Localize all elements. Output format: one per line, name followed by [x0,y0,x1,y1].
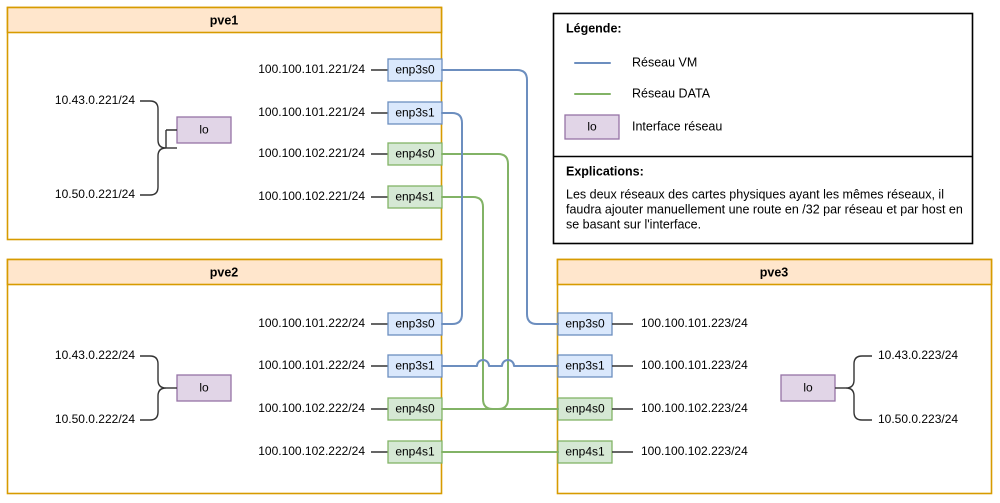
host-pve2-nic-2-label: enp4s0 [395,402,435,416]
legend-lo-swatch-label: lo [587,120,597,134]
host-pve1-nic-3-address: 100.100.102.221/24 [258,189,365,203]
host-pve2-lo-box [176,374,232,402]
host-pve2-nic-3-label: enp4s1 [395,445,435,459]
host-pve1-lo-address-0: 10.43.0.221/24 [55,93,135,107]
link-pve1-enp4s0-to-pve2-enp4s0 [441,153,509,410]
host-pve1-lo-label: lo [199,123,209,137]
host-pve1-nic-1-address: 100.100.101.221/24 [258,105,365,119]
legend-panel: Légende: Réseau VM Réseau DATA lo Interf… [552,12,974,245]
host-pve3-lo-address-1: 10.50.0.223/24 [878,412,958,426]
host-pve1-header [6,6,443,34]
legend-explanations-heading: Explications: [566,164,644,178]
host-pve1-nic-2-address: 100.100.102.221/24 [258,146,365,160]
link-group-data [441,153,559,453]
host-pve3-nic-2-address: 100.100.102.223/24 [641,401,748,415]
host-pve3-nic-2-label: enp4s0 [565,402,605,416]
host-pve1-nic-0-label: enp3s0 [395,63,435,77]
link-pve2-enp3s1-to-pve3-enp3s1 [441,359,559,367]
link-group-vm [441,69,559,367]
legend-label-vm: Réseau VM [632,55,697,69]
legend-label-data: Réseau DATA [632,86,711,100]
legend-explanation-line-1: faudra ajouter manuellement une route en… [566,202,963,216]
host-pve3-nic-1-label: enp3s1 [565,359,605,373]
host-pve3-frame [556,258,993,495]
host-pve3-nic-0-address: 100.100.101.223/24 [641,316,748,330]
host-pve1-title: pve1 [210,14,239,28]
legend-explanation-line-2: se basant sur l'interface. [566,217,701,231]
legend-explanation-line-0: Les deux réseaux des cartes physiques ay… [566,187,944,201]
host-pve1-nic-0-address: 100.100.101.221/24 [258,62,365,76]
host-pve2-header [6,258,443,286]
host-pve2-nic-3-address: 100.100.102.222/24 [258,444,365,458]
host-pve2-nic-0-address: 100.100.101.222/24 [258,316,365,330]
host-pve3-nic-3-address: 100.100.102.223/24 [641,444,748,458]
link-pve1-enp3s0-to-pve3-enp3s0 [441,69,559,325]
host-pve3: pve3 enp3s0 100.100.101.223/24 enp3s1 10… [556,258,993,495]
host-pve2-nic-1-address: 100.100.101.222/24 [258,358,365,372]
legend-label-interface: Interface réseau [632,119,722,133]
host-pve2-nic-1-label: enp3s1 [395,359,435,373]
host-pve2-nic-0-label: enp3s0 [395,317,435,331]
host-pve1: pve1 10.43.0.221/24 10.50.0.221/24 lo 10… [6,6,443,241]
host-pve3-lo-box [780,374,836,402]
host-pve3-nic-1-address: 100.100.101.223/24 [641,358,748,372]
host-pve2-lo-address-1: 10.50.0.222/24 [55,412,135,426]
host-pve3-lo-bracket [845,355,872,421]
host-pve2-lo-address-0: 10.43.0.222/24 [55,348,135,362]
host-pve2-title: pve2 [210,266,239,280]
host-pve3-lo-address-0: 10.43.0.223/24 [878,348,958,362]
host-pve1-lo-box-stub [165,129,177,148]
host-pve1-lo-address-1: 10.50.0.221/24 [55,187,135,201]
host-pve3-header [556,258,993,286]
host-pve3-nic-0-label: enp3s0 [565,317,605,331]
host-pve1-nic-3-label: enp4s1 [395,190,435,204]
host-pve1-nic-2-label: enp4s0 [395,147,435,161]
host-pve2: pve2 10.43.0.222/24 10.50.0.222/24 lo 10… [6,258,443,495]
link-pve1-enp4s1-to-pve3-enp4s0 [441,196,559,410]
legend-lo-swatch [564,114,620,140]
host-pve3-nic-3-label: enp4s1 [565,445,605,459]
host-pve2-nic-2-address: 100.100.102.222/24 [258,401,365,415]
host-pve2-lo-label: lo [199,381,209,395]
legend-frame [552,12,974,245]
link-pve1-enp3s1-to-pve2-enp3s0 [441,112,463,325]
host-pve1-nic-1-label: enp3s1 [395,106,435,120]
legend-heading: Légende: [566,21,622,35]
host-pve3-lo-label: lo [803,381,813,395]
host-pve3-title: pve3 [760,266,789,280]
